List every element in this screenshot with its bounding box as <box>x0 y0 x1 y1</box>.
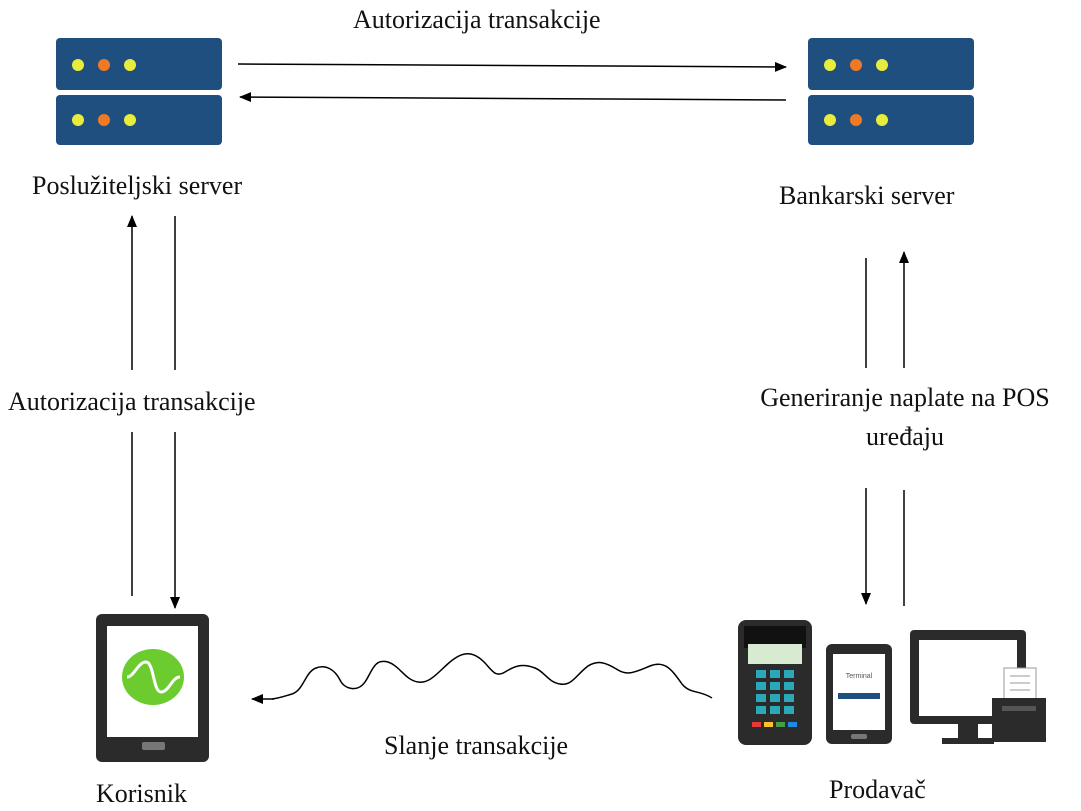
user-label: Korisnik <box>96 779 187 808</box>
user-tablet-icon <box>96 614 209 762</box>
left-mid-label: Autorizacija transakcije <box>8 387 256 416</box>
top-arrow-label: Autorizacija transakcije <box>353 5 601 34</box>
arrow-bank-to-host <box>239 92 787 103</box>
bank-server-label: Bankarski server <box>779 181 955 210</box>
merchant-tablet-icon <box>826 644 892 744</box>
transaction-wave <box>271 653 713 700</box>
merchant-label: Prodavač <box>829 775 926 804</box>
right-mid-label-line1: Generiranje naplate na POS <box>760 383 1050 412</box>
bottom-arrow-label: Slanje transakcije <box>384 731 569 760</box>
merchant-tablet-screen-text: Terminal <box>846 673 873 680</box>
right-mid-label-line2: uređaju <box>866 421 944 451</box>
host-server-icon <box>56 38 222 145</box>
bank-server-icon <box>808 38 974 145</box>
host-server-label: Poslužiteljski server <box>32 171 243 200</box>
arrow-host-to-bank <box>237 61 787 72</box>
pos-terminal-icon <box>738 620 812 745</box>
monitor-printer-icon <box>910 630 1046 744</box>
right-mid-label: Generiranje naplate na POS uređaju <box>741 382 1069 453</box>
